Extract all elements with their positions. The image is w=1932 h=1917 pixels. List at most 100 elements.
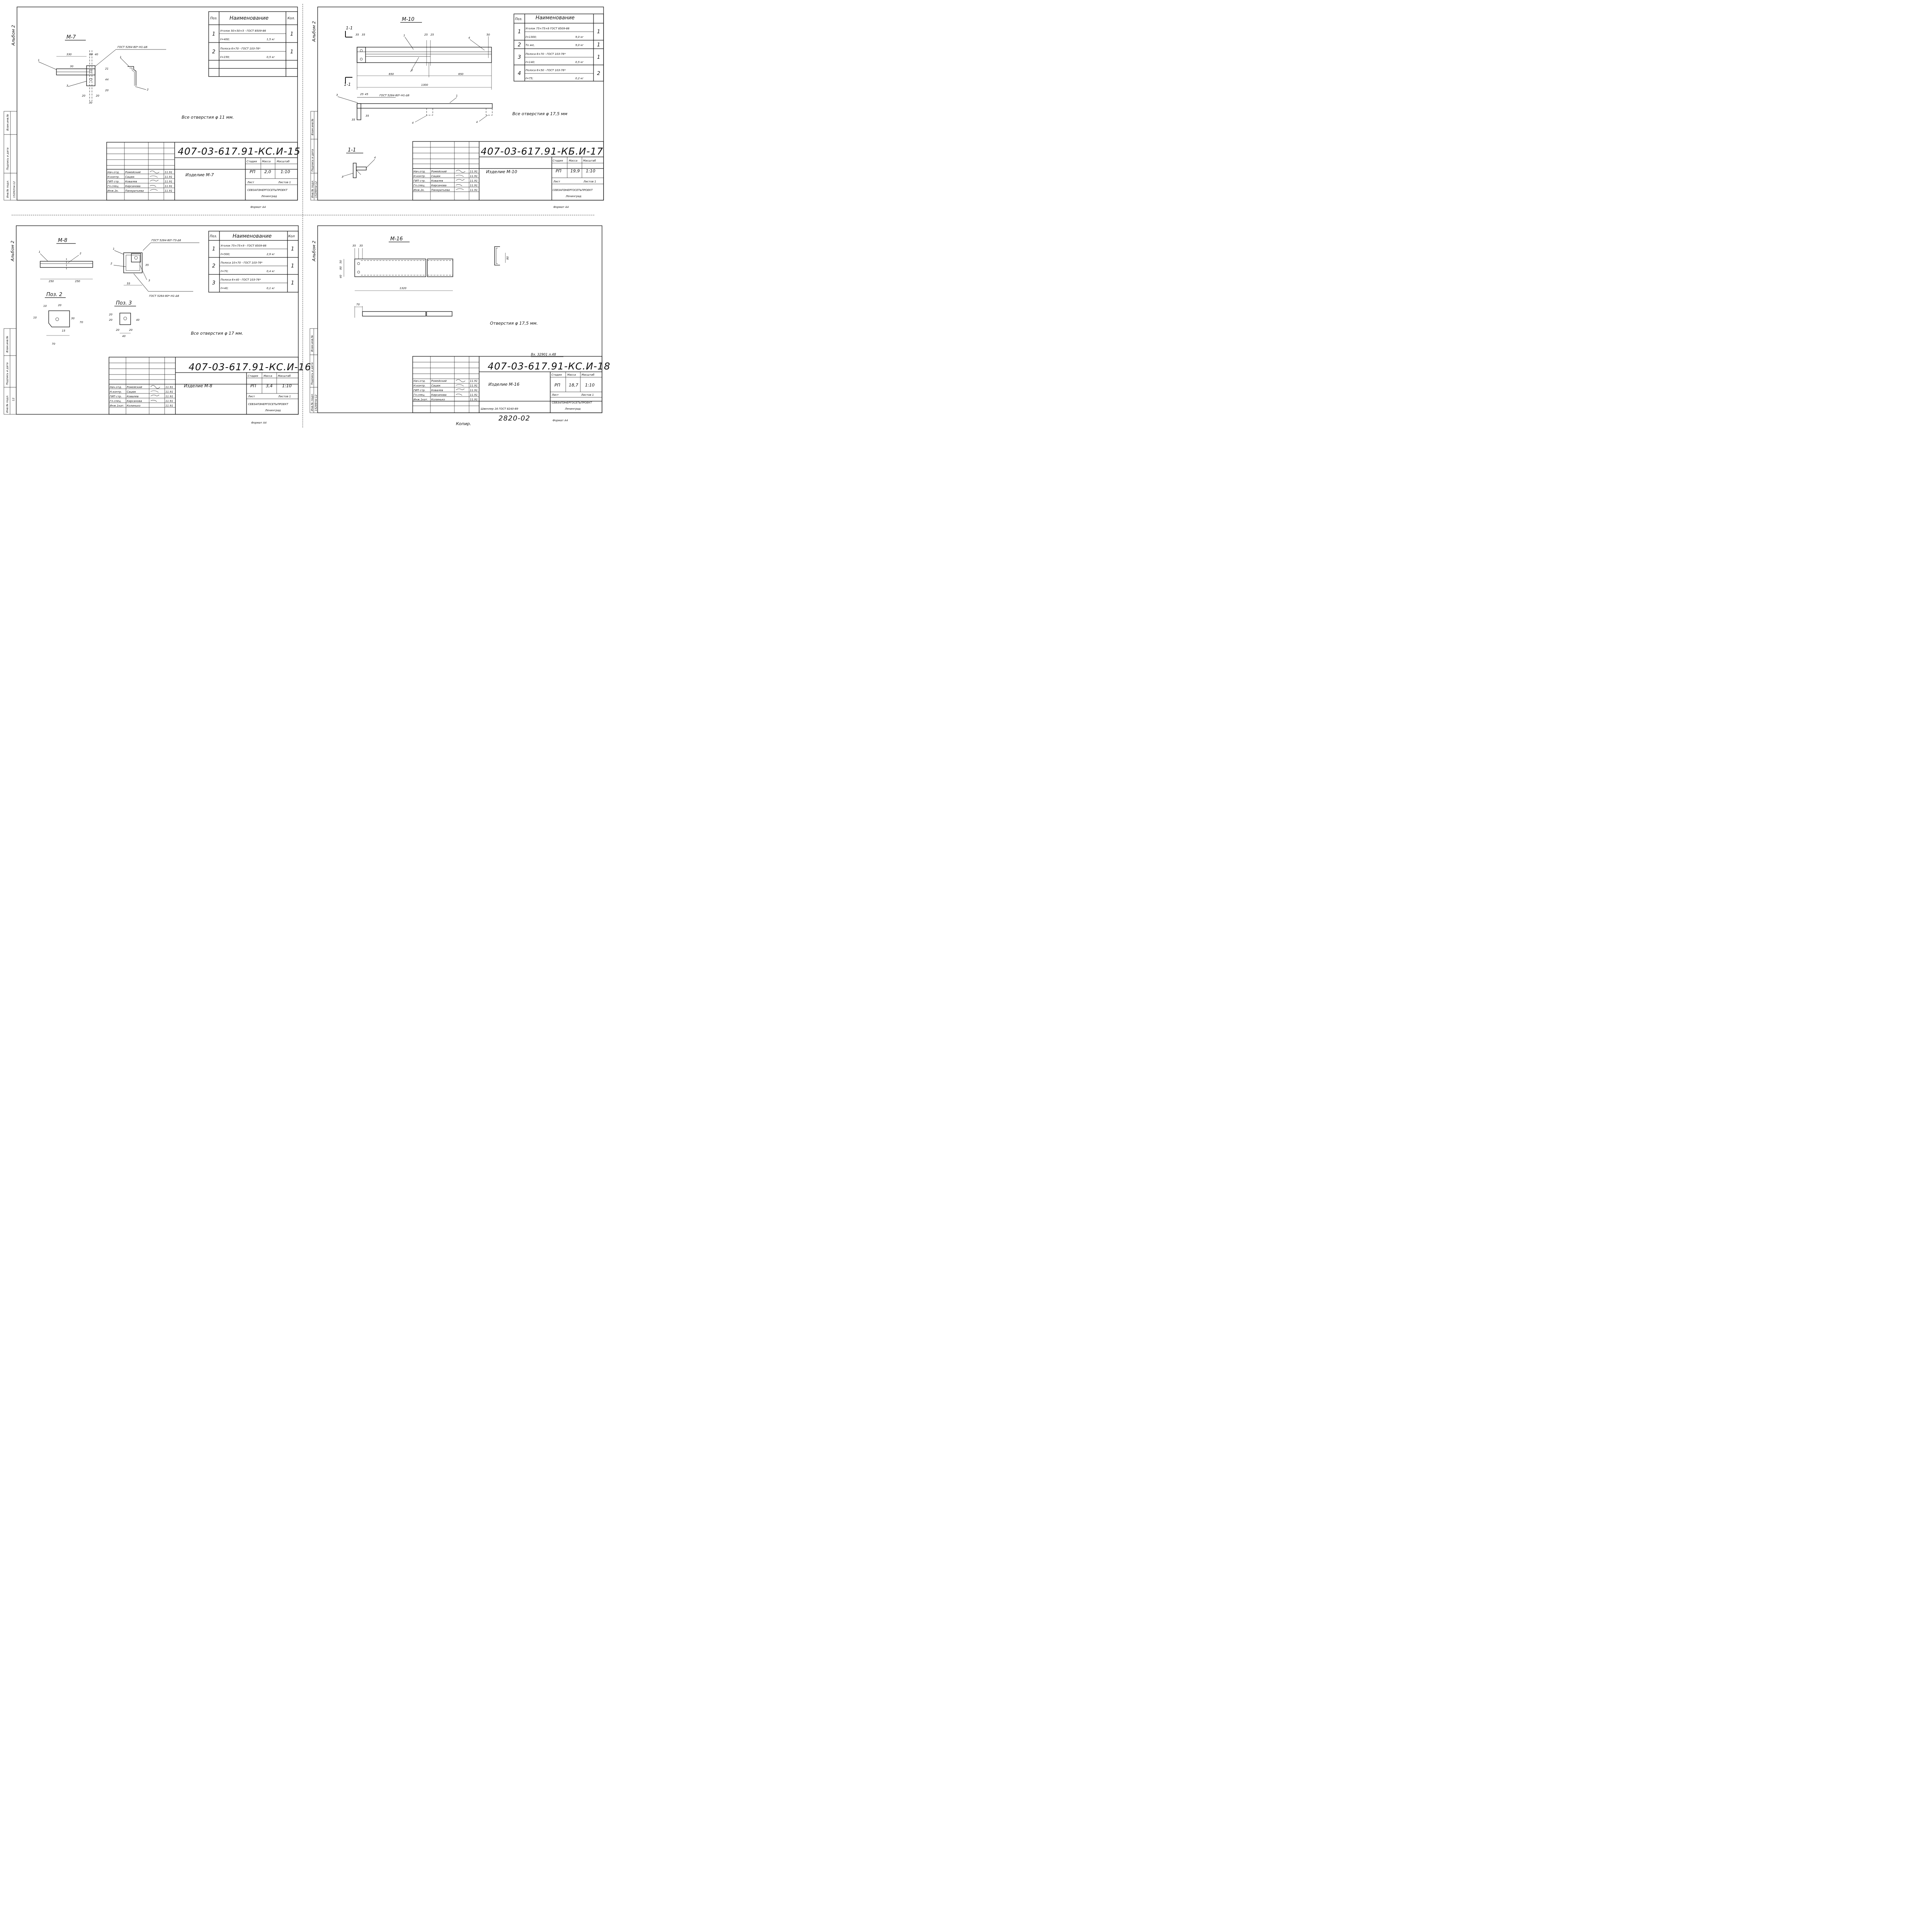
callout: 4 — [476, 121, 478, 124]
signer-date: 11.91 — [165, 400, 173, 403]
spec-h-name: Наименование — [230, 15, 269, 21]
spec-name: Полоса 6×70 - ГОСТ 103-76* — [526, 53, 566, 56]
spec-mass: 0,5 кг — [267, 56, 275, 59]
spec-length: ℓ=159; — [220, 56, 230, 59]
stamp-sign: Подпись и дата — [311, 149, 314, 172]
sheet-m16-graphic: Взам.инв.№ Подпись и дата Инв.№ подл. 15… — [310, 225, 610, 422]
signer-date: 11.91 — [470, 184, 478, 187]
org-name: СЕВЗАПЭНЕРГОСЕТЬПРОЕКТ — [248, 403, 289, 406]
holes-note: Все отверстия φ 17 мм. — [191, 331, 243, 336]
spec-length: ℓ=70; — [220, 270, 228, 273]
dim-label: 70 — [80, 321, 83, 324]
dim-label: 35 — [352, 118, 355, 121]
signer-name: Ковалев — [431, 389, 443, 392]
spec-qty: 1 — [597, 54, 600, 60]
signer-name: Ковалев — [431, 179, 443, 182]
stamp-sign: Подпись и дата — [311, 363, 314, 385]
mass-header: Масса — [262, 160, 270, 163]
spec-h-name: Наименование — [536, 15, 575, 21]
stage-value: РП — [556, 169, 561, 174]
scale-value: 1:10 — [585, 383, 595, 388]
spec-qty: 1 — [291, 263, 294, 269]
dim-label: 50 — [339, 260, 342, 264]
dim-label: 55 — [127, 282, 130, 285]
dim-label: 70 — [356, 303, 360, 306]
signer-date: 11.91 — [470, 189, 478, 192]
signer-role: ГИП стр. — [107, 180, 119, 183]
stamp-zamen: Взам.инв.№ — [311, 119, 314, 135]
stamp-inv: Инв.№ подл. — [6, 395, 9, 413]
stage-header: Стадия — [551, 373, 562, 376]
spec-name: Полоса 6×50 - ГОСТ 103-76* — [526, 69, 566, 72]
pos2-plate — [48, 310, 70, 327]
format-label: Формат А4 — [251, 421, 267, 424]
holes-note: Все отверстия φ 11 мм. — [182, 115, 234, 120]
spec-name: Уголок 75×75×9 - ГОСТ 8509-86 — [221, 244, 267, 247]
spec-h-qty: Кол. — [287, 17, 295, 20]
signer-role: Гл.спец. — [413, 184, 425, 187]
signer-name: Кирсанова — [127, 400, 142, 403]
dim-label: 20 — [109, 313, 112, 316]
holes-note: Все отверстия φ 17,5 мм — [512, 111, 567, 116]
callout: 1 — [456, 94, 457, 97]
section-mark: 1-1 — [344, 82, 351, 87]
signer-name: Ромейский — [431, 170, 447, 173]
drawing-page: Взам.инв.№ Подпись и дата Инв.№ подл. 1 5… — [0, 0, 610, 431]
mass-value: 19,9 — [570, 169, 580, 174]
scale-header: Масштаб — [278, 375, 291, 378]
spec-qty: 1 — [597, 29, 600, 35]
dim-label: 30 — [70, 65, 73, 68]
spec-pos: 2 — [212, 49, 215, 55]
signer-role: Н.контр. — [107, 175, 119, 179]
dim-label: 30 — [71, 317, 75, 320]
dim-label: 330 — [66, 53, 72, 56]
spec-qty: 1 — [290, 49, 293, 55]
spec-mass: 1,5 кг — [267, 38, 275, 41]
signer-name: Сацюк — [431, 175, 441, 178]
org-city: Ленинград — [265, 409, 281, 412]
signer-date: 11.91 — [165, 185, 172, 188]
signer-name: Кирсанова — [431, 184, 446, 187]
angle-side-view — [357, 103, 493, 109]
side-album-label: Альбом 2 — [10, 241, 15, 262]
dim-label: 70 — [52, 342, 55, 346]
dim-label: 20 — [116, 329, 119, 332]
drawing-code: 407-03-617.91-КС.И-18 — [488, 361, 611, 372]
spec-h-qty: Кол — [288, 235, 295, 238]
signatures — [150, 170, 160, 191]
stamp-inv: Инв.№ подл. — [6, 180, 9, 198]
mass-header: Масса — [567, 373, 576, 376]
spec-length: ℓ=500; — [220, 253, 230, 256]
dim-label: 80 — [506, 256, 509, 260]
signer-date: 11.91 — [165, 175, 172, 179]
org-name: СЕВЗАПЭНЕРГОСЕТЬПРОЕКТ — [553, 189, 593, 192]
signer-date: 11.91 — [470, 384, 478, 387]
signer-date: 11.91 — [470, 179, 478, 182]
spec-mass: 9,0 кг — [575, 36, 584, 39]
channel-side-view-a — [362, 311, 426, 317]
signer-role: Инж.1кат. — [110, 404, 124, 407]
sheet-m8-graphic: Взам.инв.№ Подпись и дата Инв.№ подл. 12… — [3, 225, 311, 424]
scale-header: Масштаб — [582, 373, 595, 376]
spec-mass: 0,4 кг — [267, 270, 275, 273]
stage-header: Стадия — [248, 375, 258, 378]
drawing-code: 407-03-617.91-КС.И-15 — [178, 146, 301, 157]
dim-label: 20 — [129, 329, 133, 332]
stamp-inv: Инв.№ подл. — [311, 180, 314, 198]
stamp-sign: Подпись и дата — [6, 363, 9, 385]
stamp-inv: Инв.№ подл. — [311, 393, 314, 411]
item-title: М-10 — [402, 17, 414, 22]
signer-role: Нач.отд. — [107, 171, 119, 174]
weld-note: ГОСТ 5264-80*-Н1-Δ6 — [149, 295, 179, 298]
dim-label: 50 — [486, 33, 490, 36]
callout: 1 — [113, 247, 114, 250]
spec-length: ℓ=1300; — [525, 36, 537, 39]
signer-role: ГИП стр. — [110, 395, 122, 398]
spec-qty: 1 — [290, 31, 293, 37]
product-name: Изделие М-16 — [488, 382, 519, 387]
spec-pos: 4 — [518, 71, 521, 77]
sheets-count: Листов 1 — [278, 181, 291, 184]
spec-name: То же, — [526, 44, 535, 47]
dim-label: 35 — [352, 244, 356, 247]
signer-date: 11.91 — [470, 393, 478, 397]
